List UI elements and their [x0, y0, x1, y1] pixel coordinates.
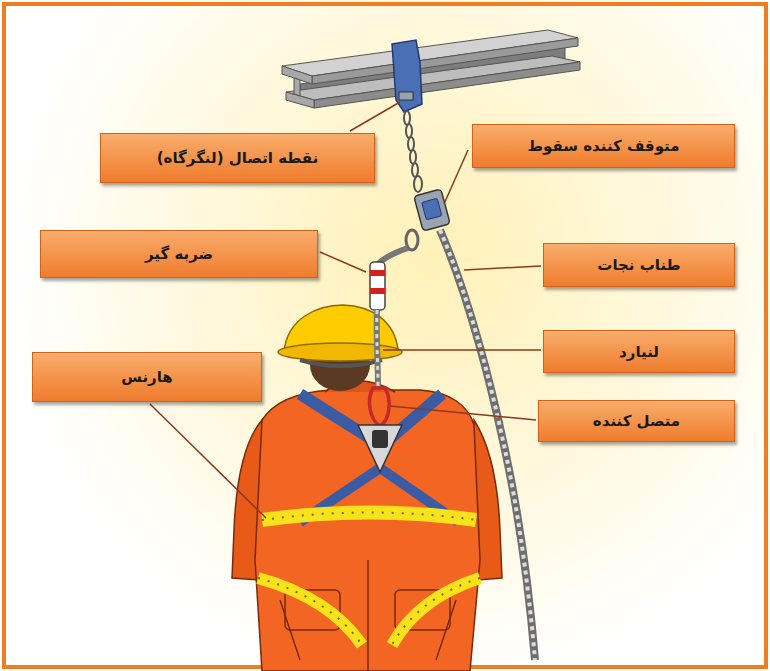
- chain-link: [410, 150, 416, 164]
- beam-flange: [312, 38, 578, 84]
- label-text: ضربه گیر: [145, 245, 213, 263]
- beam-end: [286, 92, 314, 108]
- label-text: هارنس: [121, 368, 173, 386]
- label-text: متصل کننده: [593, 412, 680, 430]
- chain-link: [406, 124, 412, 138]
- hat-brim: [278, 343, 402, 361]
- belt-marks: [258, 578, 480, 645]
- label-text: متوقف کننده سقوط: [528, 137, 680, 155]
- leader-line: [390, 406, 536, 420]
- leader-line: [444, 150, 468, 204]
- leader-line: [383, 349, 541, 351]
- leader-line: [150, 404, 266, 518]
- strap-buckle: [399, 92, 413, 100]
- leader-line: [464, 266, 541, 270]
- leg-strap: [258, 578, 480, 645]
- chain-link: [412, 163, 418, 177]
- coverall-seam: [280, 560, 456, 671]
- label-box: لنیارد: [543, 330, 735, 373]
- fall-arrester: [414, 189, 450, 231]
- leader-line: [320, 252, 366, 272]
- leader-line: [350, 102, 400, 131]
- arrester-plate: [422, 198, 442, 220]
- d-ring: [372, 430, 388, 448]
- harness: [258, 394, 480, 645]
- shock-absorber: [370, 262, 385, 310]
- hat-band: [300, 360, 382, 366]
- worker: [232, 381, 502, 671]
- connector-hook: [369, 388, 389, 426]
- chain-link: [414, 176, 422, 192]
- label-box: ضربه گیر: [40, 230, 318, 278]
- arrester-body: [414, 189, 450, 231]
- label-text: نقطه اتصال (لنگرگاه): [157, 149, 319, 167]
- coverall: [255, 390, 480, 671]
- label-box: متصل کننده: [538, 400, 735, 442]
- belt-marks: [262, 513, 476, 521]
- back-pad: [358, 425, 402, 472]
- chain: [404, 111, 422, 192]
- label-box: هارنس: [32, 352, 262, 402]
- carabiner: [406, 230, 418, 250]
- lanyard-rope: [377, 310, 378, 388]
- waist-belt: [262, 513, 476, 521]
- absorber-stripe: [370, 288, 385, 294]
- label-box: متوقف کننده سقوط: [472, 124, 735, 168]
- chain-link: [408, 137, 414, 151]
- label-box: نقطه اتصال (لنگرگاه): [100, 133, 375, 183]
- absorber-stripe: [370, 270, 385, 276]
- rope-twist: [377, 310, 378, 388]
- beam-flange: [282, 30, 578, 76]
- label-text: طناب نجات: [597, 256, 680, 274]
- chain-link: [404, 111, 410, 125]
- label-text: لنیارد: [619, 343, 659, 361]
- label-box: طناب نجات: [543, 243, 735, 287]
- beam-end: [294, 78, 300, 96]
- anchor-strap: [392, 40, 422, 112]
- i-beam: [282, 30, 580, 108]
